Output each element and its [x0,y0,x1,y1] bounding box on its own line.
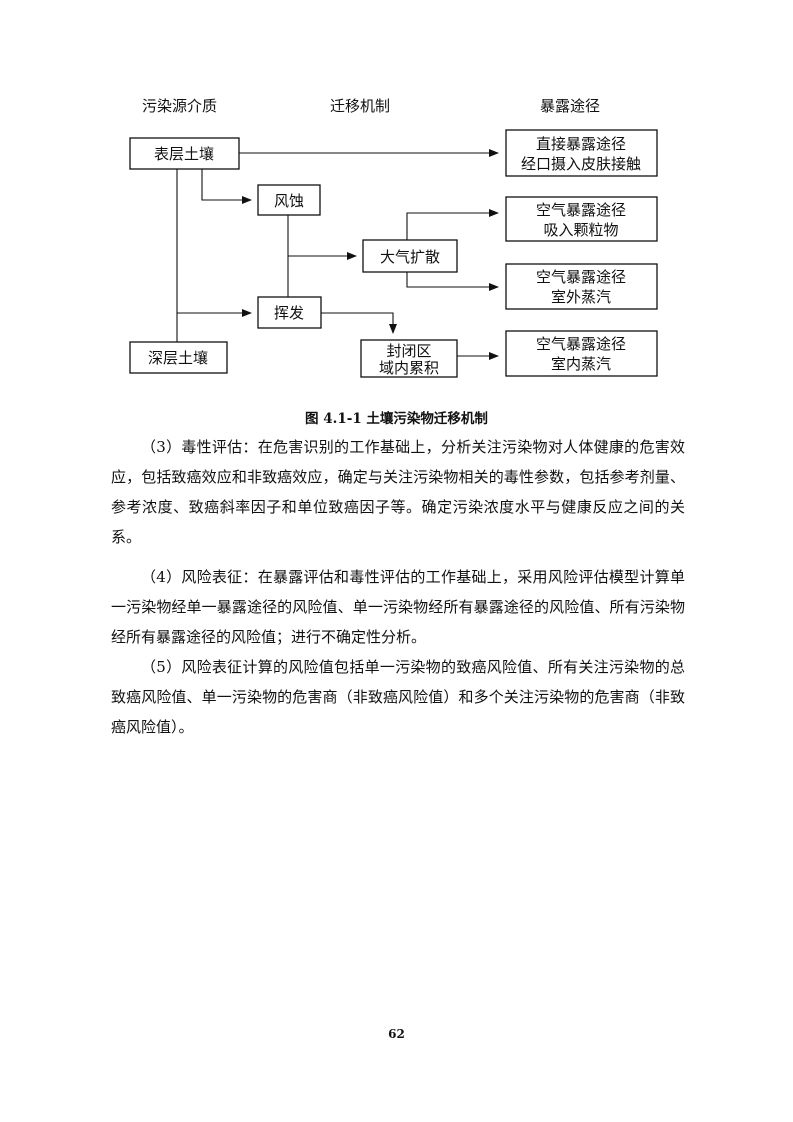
wind-erosion-label: 风蚀 [274,192,304,210]
paragraph-risk-values: （5）风险表征计算的风险值包括单一污染物的致癌风险值、所有关注污染物的总致癌风险… [111,658,685,736]
air-indoor-label-1: 空气暴露途径 [536,335,626,353]
deep-soil-box [129,341,228,374]
surface-soil-label: 表层土壤 [154,145,214,163]
air-outdoor-box [505,263,658,310]
migration-diagram: 表层土壤 深层土壤 风蚀 挥发 大气扩散 封闭区 域内累积 直接暴露途径 经口摄… [129,129,658,378]
direct-exposure-label-2: 经口摄入皮肤接触 [521,155,641,173]
page-number: 62 [388,1027,405,1041]
arrow-diffusion-to-particles [406,209,499,240]
atmos-diffusion-box [362,239,458,273]
deep-soil-label: 深层土壤 [148,349,208,367]
arrow-volatilization-to-enclosed [321,312,397,334]
enclosed-accumulation-label-2: 域内累积 [379,359,439,377]
air-particles-label-2: 吸入颗粒物 [543,221,618,239]
direct-exposure-label-1: 直接暴露途径 [536,135,626,153]
atmos-diffusion-label: 大气扩散 [380,248,440,266]
air-outdoor-label-2: 室外蒸汽 [551,288,611,306]
air-indoor-label-2: 室内蒸汽 [551,355,611,373]
figure-caption: 图 4.1-1 土壤污染物迁移机制 [305,411,488,427]
enclosed-accumulation-label-1: 封闭区 [386,342,431,360]
header-exposure-pathway: 暴露途径 [540,97,601,115]
arrow-diffusion-to-outdoor [406,272,499,291]
wind-erosion-box [257,184,321,216]
air-indoor-box [505,330,658,377]
paragraph-risk-characterization: （4）风险表征：在暴露评估和毒性评估的工作基础上，采用风险评估模型计算单一污染物… [111,568,685,646]
air-particles-label-1: 空气暴露途径 [536,201,626,219]
enclosed-accumulation-box [360,339,458,378]
header-migration-mechanism: 迁移机制 [330,97,391,115]
volatilization-label: 挥发 [274,304,304,322]
arrow-surface-to-wind-erosion [201,169,252,204]
air-outdoor-label-1: 空气暴露途径 [536,268,626,286]
volatilization-box [257,296,322,329]
surface-soil-box [129,137,240,170]
paragraph-toxicity-assessment: （3）毒性评估：在危害识别的工作基础上，分析关注污染物对人体健康的危害效应，包括… [111,438,685,546]
direct-exposure-box [505,129,658,177]
air-particles-box [505,196,658,242]
header-source-media: 污染源介质 [142,97,218,115]
